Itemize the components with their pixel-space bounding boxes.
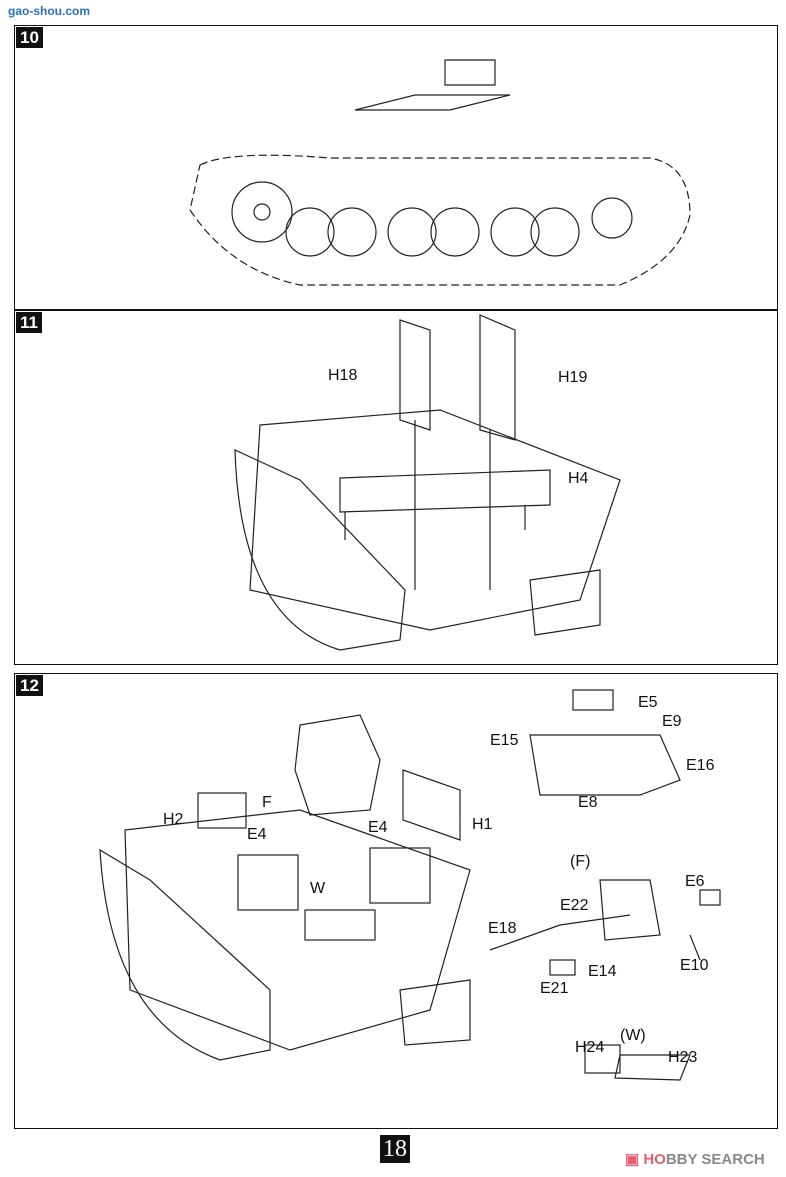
part-label: (F) [570, 853, 591, 870]
step-12-hull-drawing [99, 714, 471, 1061]
part-label: E6 [685, 873, 705, 890]
part-label: H24 [575, 1039, 605, 1056]
part-label: E4 [247, 826, 267, 843]
part-label: E4 [368, 819, 388, 836]
hobby-search-watermark: ▣ HOBBY SEARCH [625, 1151, 765, 1168]
part-label: H4 [568, 470, 589, 487]
part-label: H1 [472, 816, 493, 833]
part-label: H19 [558, 369, 588, 386]
part-label: E16 [686, 757, 715, 774]
step-number: 12 [16, 675, 43, 696]
part-label: E21 [540, 980, 569, 997]
part-label: E9 [662, 713, 682, 730]
step-10-track-drawing [189, 59, 691, 286]
part-label: E22 [560, 897, 589, 914]
step-12-panel [14, 673, 778, 1129]
part-label: E14 [588, 963, 617, 980]
part-label: (W) [620, 1027, 646, 1044]
step-11-hull-drawing [234, 314, 621, 651]
engine-subassembly-drawings [489, 689, 721, 1081]
page-number: 18 [380, 1135, 410, 1163]
part-label: F [262, 794, 272, 811]
part-label: H18 [328, 367, 358, 384]
hobby-search-logo-icon: ▣ [625, 1151, 644, 1168]
step-10-panel [14, 25, 778, 310]
site-watermark-logo: gao-shou.com [8, 4, 91, 18]
part-label: E15 [490, 732, 519, 749]
part-label: H2 [163, 811, 184, 828]
part-label: E10 [680, 957, 709, 974]
part-label: E5 [638, 694, 658, 711]
step-number: 10 [16, 27, 43, 48]
part-label: H23 [668, 1049, 698, 1066]
part-label: E18 [488, 920, 517, 937]
part-label: E8 [578, 794, 598, 811]
part-label: W [310, 880, 326, 897]
step-number: 11 [16, 312, 42, 333]
step-11-panel [14, 310, 778, 665]
